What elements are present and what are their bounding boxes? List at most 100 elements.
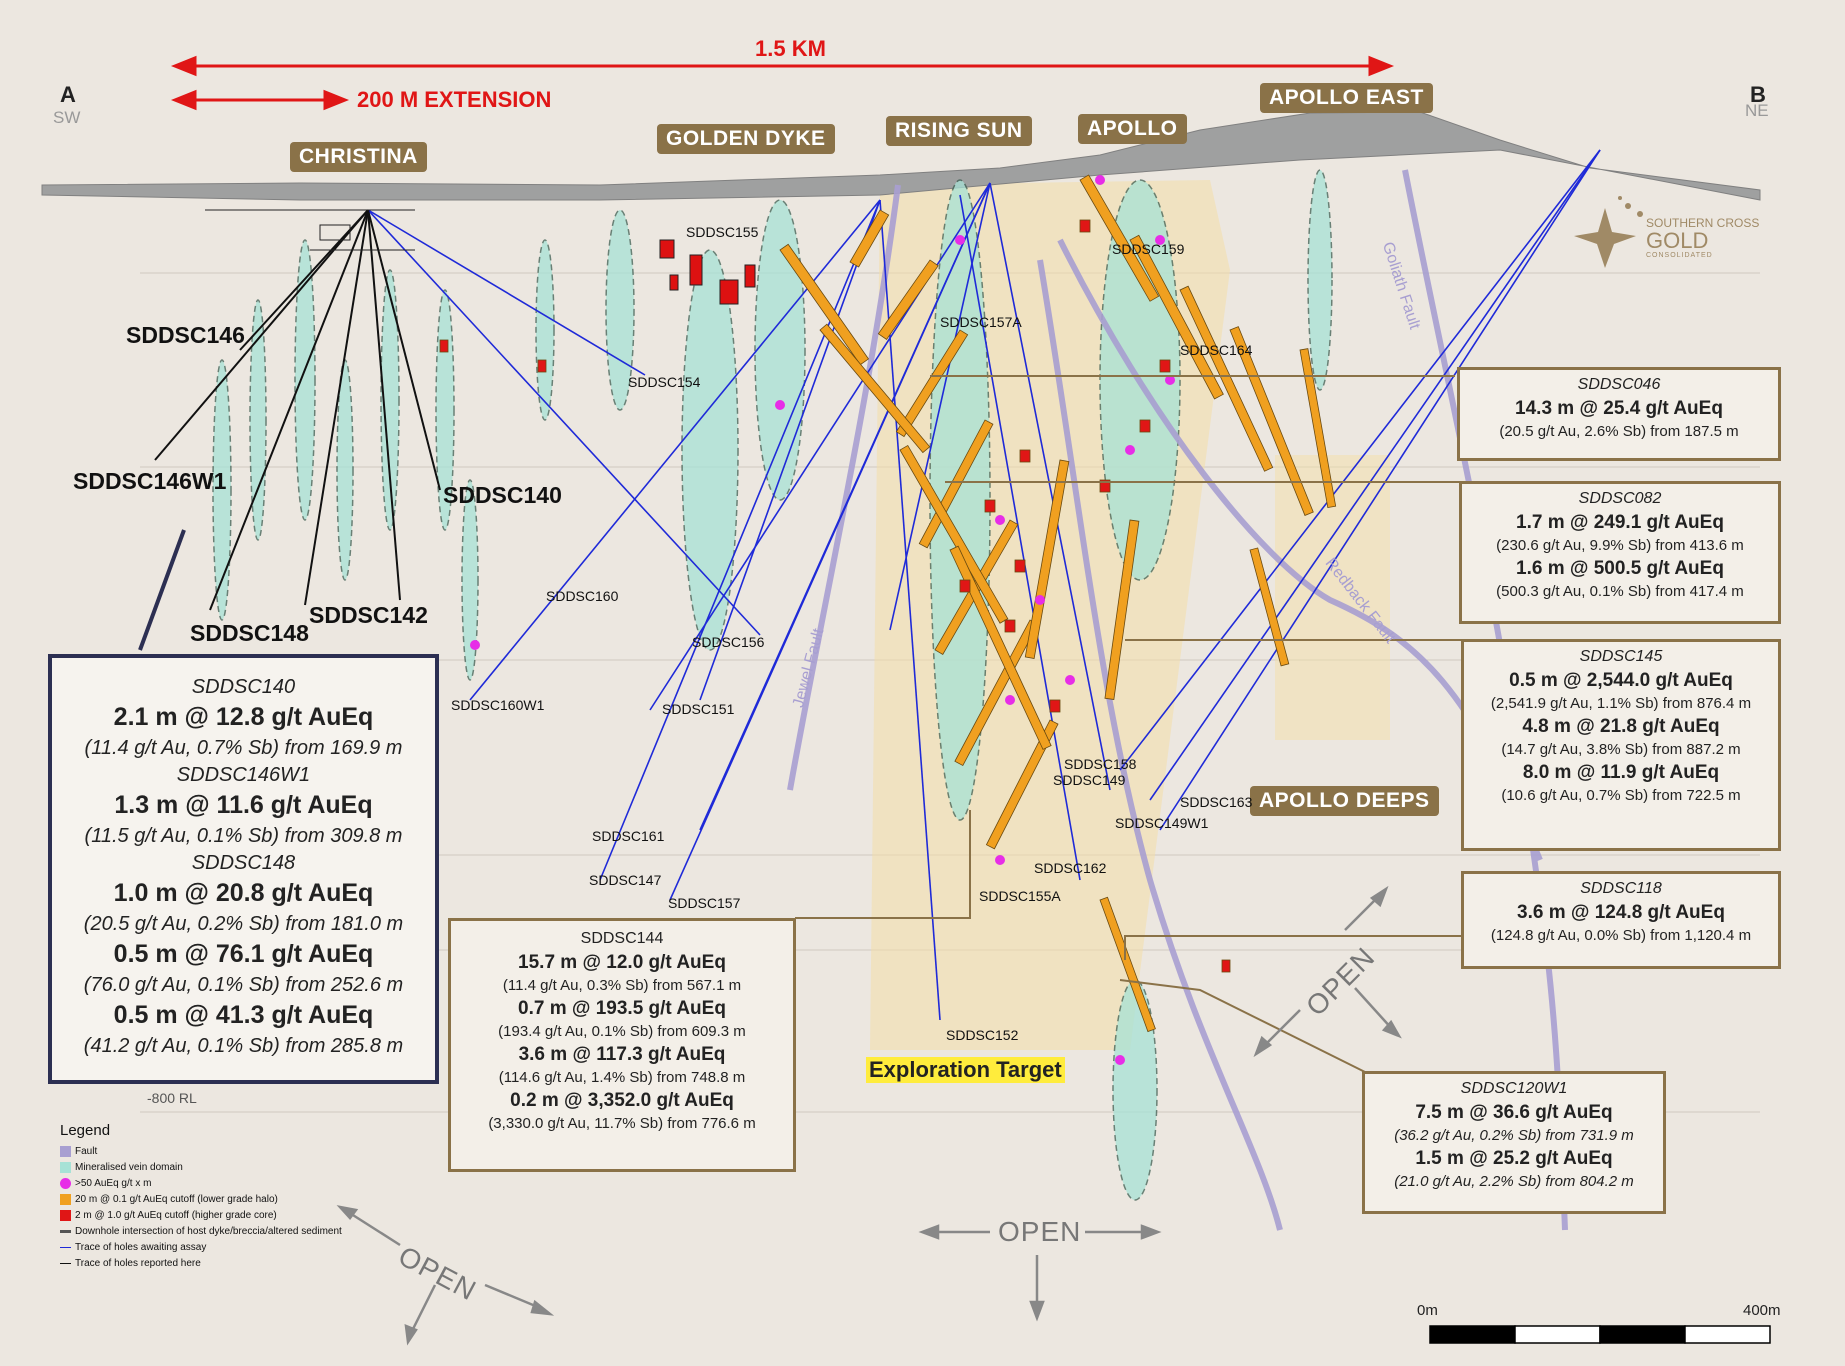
- callout-sddsc082-detail-1: (230.6 g/t Au, 9.9% Sb) from 413.6 m: [1496, 537, 1744, 554]
- callout-sddsc046-detail-1: (20.5 g/t Au, 2.6% Sb) from 187.5 m: [1499, 423, 1739, 440]
- box-result-sddsc148-1: 1.0 m @ 20.8 g/t AuEq: [113, 879, 374, 907]
- legend-item-core: 2 m @ 1.0 g/t AuEq cutoff (higher grade …: [60, 1207, 342, 1223]
- zone-rising-sun: RISING SUN: [886, 116, 1032, 146]
- hole-label-sddsc140: SDDSC140: [443, 482, 562, 508]
- callout-sddsc144-detail-4: (3,330.0 g/t Au, 11.7% Sb) from 776.6 m: [488, 1115, 756, 1132]
- box-result-sddsc140: 2.1 m @ 12.8 g/t AuEq: [113, 703, 374, 731]
- rl-label: -800 RL: [147, 1090, 197, 1106]
- legend-title: Legend: [60, 1122, 111, 1139]
- box-hole-sddsc146w1: SDDSC146W1: [176, 764, 311, 786]
- logo-line-2: GOLD: [1646, 228, 1709, 253]
- callout-sddsc145-result-2: 4.8 m @ 21.8 g/t AuEq: [1522, 716, 1720, 737]
- logo-line-3: CONSOLIDATED: [1646, 252, 1713, 259]
- hole-label-sddsc158: SDDSC158: [1064, 756, 1137, 772]
- callout-sddsc145-hole: SDDSC145: [1579, 648, 1663, 665]
- topography-surface: [41, 111, 1761, 201]
- legend-swatch: [60, 1161, 71, 1173]
- callout-sddsc144-detail-1: (11.4 g/t Au, 0.3% Sb) from 567.1 m: [502, 977, 742, 994]
- hole-label-sddsc146w1: SDDSC146W1: [73, 468, 227, 494]
- legend-label: Downhole intersection of host dyke/brecc…: [75, 1225, 342, 1237]
- callout-sddsc120w1: SDDSC120W1 7.5 m @ 36.6 g/t AuEq (36.2 g…: [1362, 1071, 1666, 1214]
- hole-label-sddsc149: SDDSC149: [1053, 772, 1126, 788]
- scale-bar: [1429, 1325, 1771, 1344]
- callout-sddsc120w1-hole: SDDSC120W1: [1460, 1080, 1568, 1097]
- hole-label-sddsc155a: SDDSC155A: [979, 888, 1061, 904]
- box-result-sddsc146w1: 1.3 m @ 11.6 g/t AuEq: [114, 791, 373, 819]
- legend-swatch: [60, 1246, 71, 1248]
- legend-swatch: [60, 1262, 71, 1264]
- callout-sddsc046-result-1: 14.3 m @ 25.4 g/t AuEq: [1515, 398, 1723, 419]
- box-detail-sddsc140: (11.4 g/t Au, 0.7% Sb) from 169.9 m: [84, 737, 403, 759]
- legend-item-vein: Mineralised vein domain: [60, 1159, 342, 1175]
- callout-sddsc145-result-3: 8.0 m @ 11.9 g/t AuEq: [1522, 762, 1720, 783]
- callout-sddsc144: SDDSC144 15.7 m @ 12.0 g/t AuEq (11.4 g/…: [448, 918, 796, 1172]
- callout-sddsc145-result-1: 0.5 m @ 2,544.0 g/t AuEq: [1509, 670, 1733, 691]
- hole-label-sddsc155: SDDSC155: [686, 224, 759, 240]
- christina-structures: [205, 209, 415, 251]
- company-logo: SOUTHERN CROSS GOLD CONSOLIDATED: [1646, 216, 1759, 259]
- box-hole-sddsc140: SDDSC140: [191, 676, 296, 698]
- hole-label-sddsc161: SDDSC161: [592, 828, 665, 844]
- box-hole-sddsc148: SDDSC148: [191, 852, 296, 874]
- hole-label-sddsc157: SDDSC157: [668, 895, 741, 911]
- callout-sddsc082-hole: SDDSC082: [1578, 490, 1662, 507]
- callout-leaders: [138, 375, 1462, 1073]
- callout-sddsc145: SDDSC145 0.5 m @ 2,544.0 g/t AuEq (2,541…: [1461, 639, 1781, 851]
- hole-label-sddsc160: SDDSC160: [546, 588, 619, 604]
- exploration-target-label: Exploration Target: [866, 1057, 1065, 1083]
- callout-sddsc046-hole: SDDSC046: [1577, 376, 1661, 393]
- legend-label: Fault: [75, 1145, 98, 1157]
- hole-label-sddsc154: SDDSC154: [628, 374, 701, 390]
- section-end-b: B: [1750, 82, 1766, 107]
- callout-sddsc145-detail-1: (2,541.9 g/t Au, 1.1% Sb) from 876.4 m: [1490, 695, 1752, 712]
- box-detail-sddsc148-2: (76.0 g/t Au, 0.1% Sb) from 252.6 m: [83, 974, 404, 996]
- legend-item-high-gram-metre: >50 AuEq g/t x m: [60, 1175, 342, 1191]
- scale-end-label: 400m: [1743, 1302, 1781, 1319]
- legend-item-reported: Trace of holes reported here: [60, 1255, 342, 1271]
- callout-sddsc144-result-2: 0.7 m @ 193.5 g/t AuEq: [518, 998, 726, 1019]
- callout-sddsc082: SDDSC082 1.7 m @ 249.1 g/t AuEq (230.6 g…: [1459, 481, 1781, 624]
- zone-apollo-deeps: APOLLO DEEPS: [1250, 786, 1439, 816]
- legend-item-fault: Fault: [60, 1143, 342, 1159]
- dimension-arrows: [170, 55, 1395, 111]
- callout-sddsc118-detail-1: (124.8 g/t Au, 0.0% Sb) from 1,120.4 m: [1490, 927, 1752, 944]
- callout-sddsc144-result-1: 15.7 m @ 12.0 g/t AuEq: [518, 952, 726, 973]
- callout-sddsc082-result-1: 1.7 m @ 249.1 g/t AuEq: [1516, 512, 1724, 533]
- callout-sddsc145-detail-3: (10.6 g/t Au, 0.7% Sb) from 722.5 m: [1501, 787, 1741, 804]
- zone-apollo: APOLLO: [1078, 114, 1187, 144]
- reported-hole-traces: [154, 209, 441, 611]
- hole-label-sddsc151: SDDSC151: [662, 701, 735, 717]
- hole-label-sddsc147: SDDSC147: [589, 872, 662, 888]
- callout-sddsc118-hole: SDDSC118: [1580, 880, 1662, 897]
- box-result-sddsc148-2: 0.5 m @ 76.1 g/t AuEq: [113, 940, 374, 968]
- hole-label-sddsc142: SDDSC142: [309, 602, 428, 628]
- length-label: 1.5 KM: [755, 36, 826, 61]
- legend-swatch: [60, 1193, 71, 1205]
- hole-label-sddsc163: SDDSC163: [1180, 794, 1253, 810]
- callout-sddsc144-hole: SDDSC144: [580, 930, 664, 947]
- callout-sddsc120w1-detail-2: (21.0 g/t Au, 2.2% Sb) from 804.2 m: [1394, 1173, 1634, 1190]
- callout-sddsc082-detail-2: (500.3 g/t Au, 0.1% Sb) from 417.4 m: [1496, 583, 1744, 600]
- legend-label: >50 AuEq g/t x m: [75, 1177, 152, 1189]
- box-detail-sddsc148-3: (41.2 g/t Au, 0.1% Sb) from 285.8 m: [83, 1035, 404, 1057]
- callout-sddsc120w1-detail-1: (36.2 g/t Au, 0.2% Sb) from 731.9 m: [1394, 1127, 1634, 1144]
- intercept-swarm: [439, 174, 1337, 1065]
- callout-sddsc145-detail-2: (14.7 g/t Au, 3.8% Sb) from 887.2 m: [1501, 741, 1741, 758]
- zone-golden-dyke: GOLDEN DYKE: [657, 124, 835, 154]
- section-end-b-direction: NE: [1745, 101, 1769, 120]
- logo-star: [1574, 196, 1643, 268]
- hole-label-sddsc149w1: SDDSC149W1: [1115, 815, 1209, 831]
- section-end-a: A: [60, 82, 76, 107]
- box-result-sddsc148-3: 0.5 m @ 41.3 g/t AuEq: [113, 1001, 374, 1029]
- legend-swatch: [60, 1209, 71, 1221]
- callout-sddsc118: SDDSC118 3.6 m @ 124.8 g/t AuEq (124.8 g…: [1461, 871, 1781, 969]
- hole-label-sddsc157a: SDDSC157A: [940, 314, 1022, 330]
- legend: Legend Fault Mineralised vein domain >50…: [60, 1122, 342, 1271]
- hole-label-sddsc146: SDDSC146: [126, 322, 245, 348]
- callout-sddsc118-result-1: 3.6 m @ 124.8 g/t AuEq: [1517, 902, 1725, 923]
- legend-item-halo: 20 m @ 0.1 g/t AuEq cutoff (lower grade …: [60, 1191, 342, 1207]
- open-label-bottom: OPEN: [998, 1216, 1082, 1247]
- legend-label: 2 m @ 1.0 g/t AuEq cutoff (higher grade …: [75, 1209, 277, 1221]
- callout-sddsc144-result-4: 0.2 m @ 3,352.0 g/t AuEq: [510, 1090, 734, 1111]
- hole-label-sddsc164: SDDSC164: [1180, 342, 1253, 358]
